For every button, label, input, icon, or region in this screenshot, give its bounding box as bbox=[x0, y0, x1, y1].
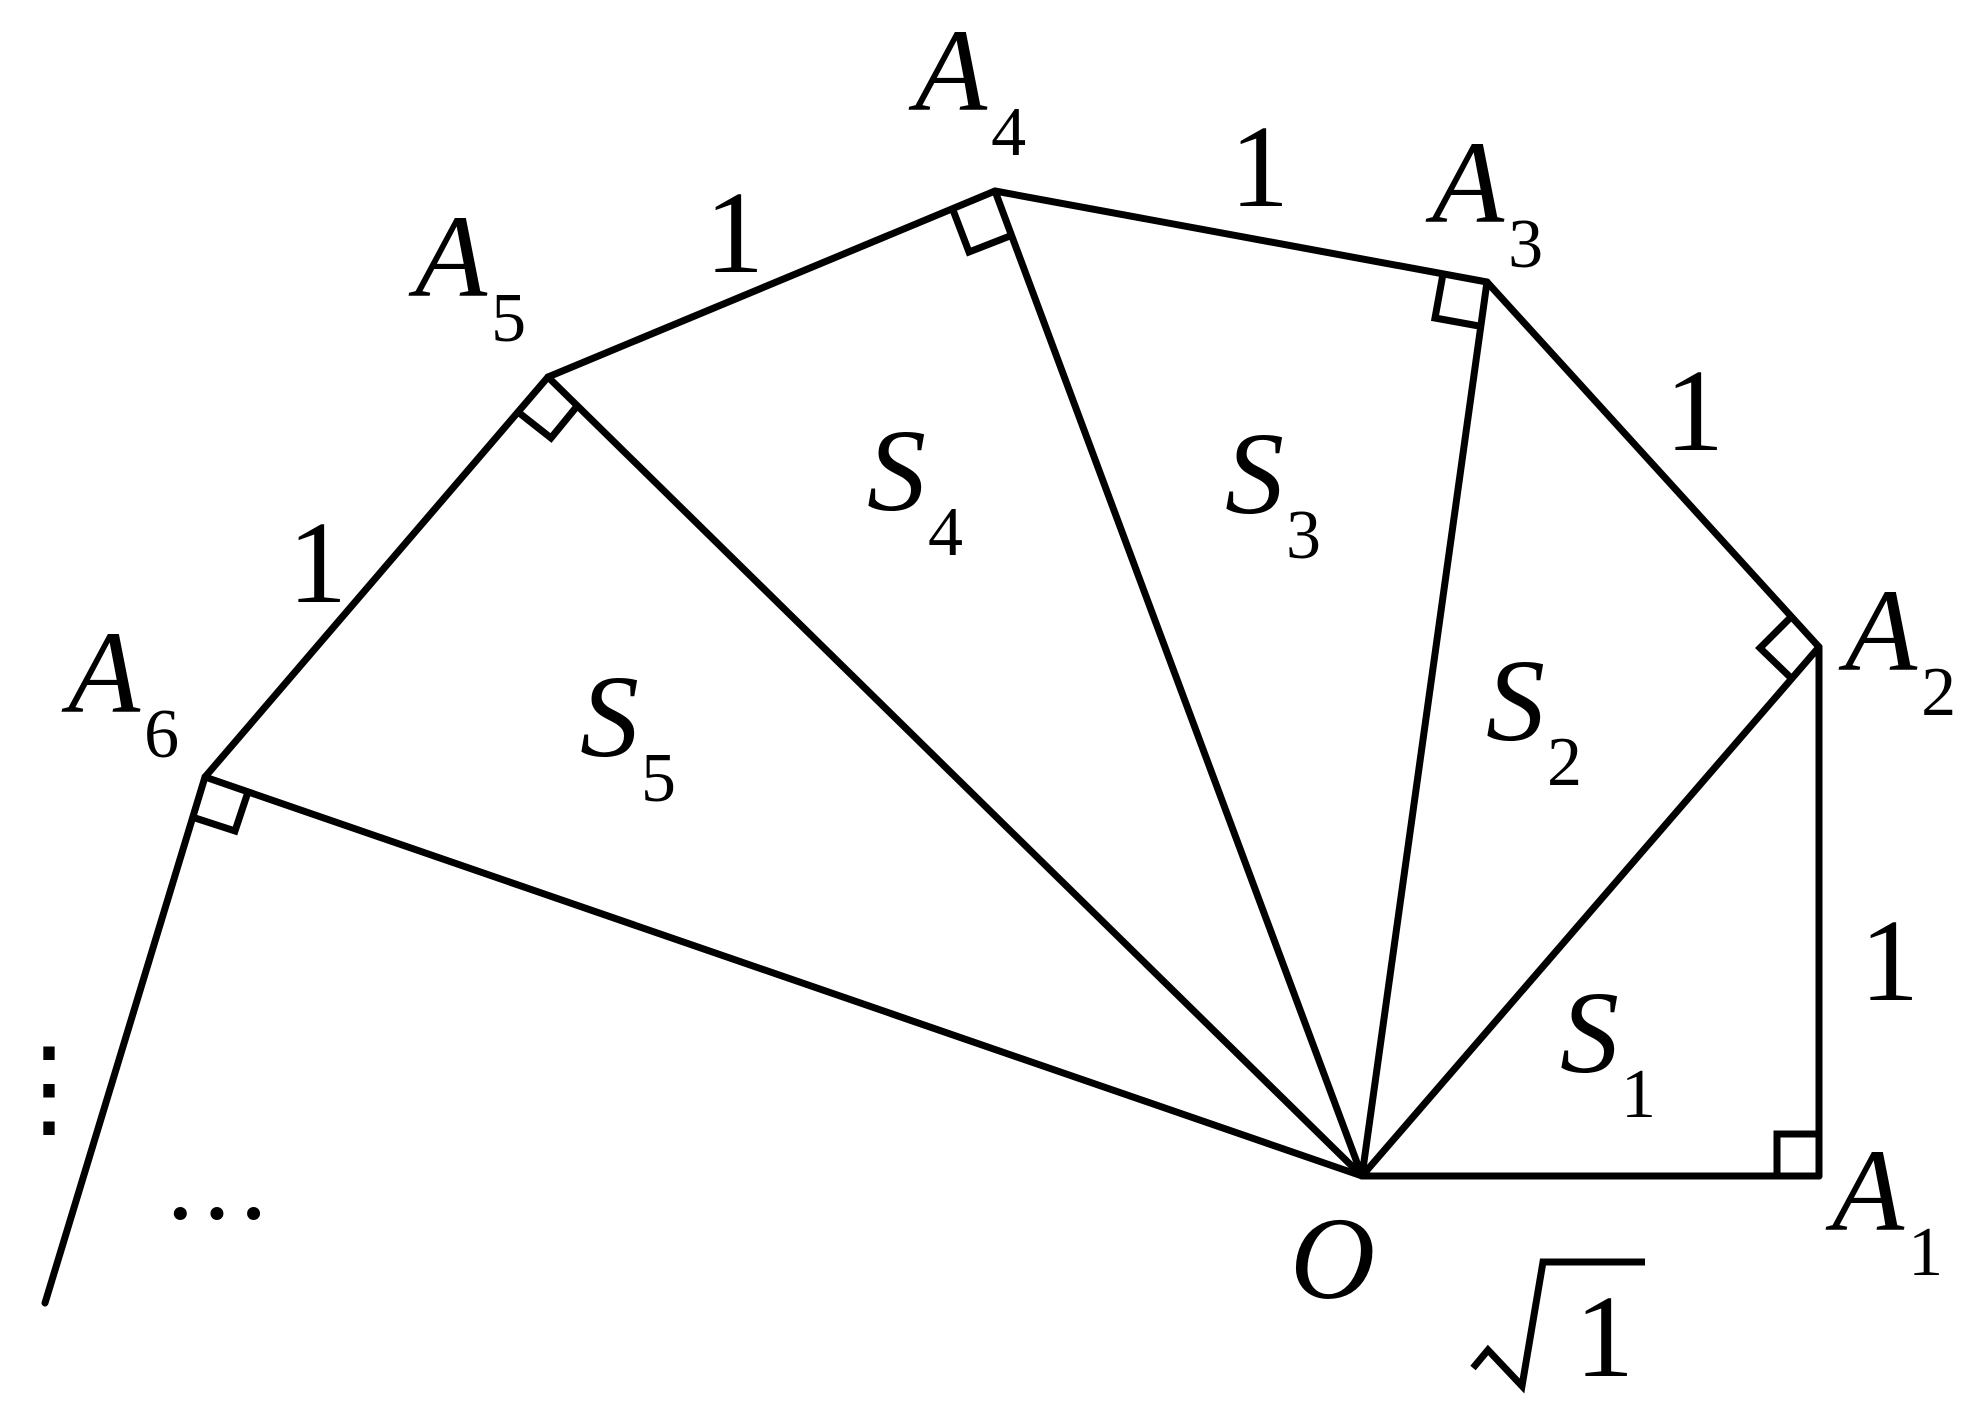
hypotenuse-o-a3 bbox=[1358, 278, 1491, 1180]
side-label-a4-a5: 1 bbox=[705, 167, 764, 298]
right-angle-mark-a3 bbox=[1430, 273, 1480, 330]
hypotenuse-o-a4 bbox=[991, 187, 1366, 1180]
segment-a6-continuation bbox=[41, 773, 209, 1307]
right-angle-mark-a1 bbox=[1773, 1130, 1819, 1176]
hypotenuse-o-a5 bbox=[544, 373, 1366, 1180]
radicand: 1 bbox=[1575, 1271, 1634, 1402]
hypotenuse-o-a2 bbox=[1358, 643, 1823, 1180]
vertex-labels: A1 A2 A3 A4 A5 A6 bbox=[61, 5, 1956, 1291]
area-label-s3: S3 bbox=[1225, 408, 1321, 574]
vertex-label-a3: A3 bbox=[1425, 117, 1543, 283]
vertex-label-a6: A6 bbox=[61, 607, 179, 773]
continuation-dots-vertical: ⋮ bbox=[0, 1027, 104, 1149]
right-angle-mark-a6 bbox=[190, 790, 252, 836]
hypotenuse-o-a6 bbox=[201, 773, 1366, 1180]
right-angle-markers bbox=[190, 208, 1819, 1176]
vertex-label-a5: A5 bbox=[408, 191, 526, 357]
spiral-outer-edges bbox=[41, 187, 1823, 1307]
segment-a5-a6 bbox=[201, 373, 552, 781]
side-label-a2-a3: 1 bbox=[1665, 345, 1724, 476]
segment-a3-a4 bbox=[991, 187, 1491, 286]
side-labels: 1 1 1 1 1 bbox=[288, 101, 1919, 1026]
right-angle-mark-a2 bbox=[1755, 614, 1794, 680]
segment-a4-a5 bbox=[544, 187, 999, 381]
side-label-a3-a4: 1 bbox=[1230, 101, 1289, 232]
vertex-label-a1: A1 bbox=[1825, 1125, 1943, 1291]
vertex-label-a4: A4 bbox=[908, 5, 1026, 171]
radical-sign bbox=[1470, 1258, 1645, 1394]
area-label-s1: S1 bbox=[1560, 967, 1656, 1133]
side-label-a5-a6: 1 bbox=[288, 497, 347, 628]
area-label-s2: S2 bbox=[1486, 635, 1582, 801]
right-angle-mark-a4 bbox=[949, 208, 1012, 257]
right-angle-mark-a5 bbox=[515, 402, 581, 443]
area-label-s5: S5 bbox=[580, 651, 676, 817]
origin-label: O bbox=[1290, 1193, 1375, 1324]
area-label-s4: S4 bbox=[867, 405, 963, 571]
continuation-dots-horizontal: ··· bbox=[162, 1152, 272, 1274]
side-label-a1-a2: 1 bbox=[1860, 895, 1919, 1026]
area-labels: S1 S2 S3 S4 S5 bbox=[580, 405, 1656, 1133]
base-length-label: 1 bbox=[1470, 1258, 1645, 1402]
vertex-label-a2: A2 bbox=[1838, 565, 1956, 731]
segment-a2-a3 bbox=[1483, 278, 1823, 651]
hypotenuses bbox=[201, 187, 1823, 1180]
